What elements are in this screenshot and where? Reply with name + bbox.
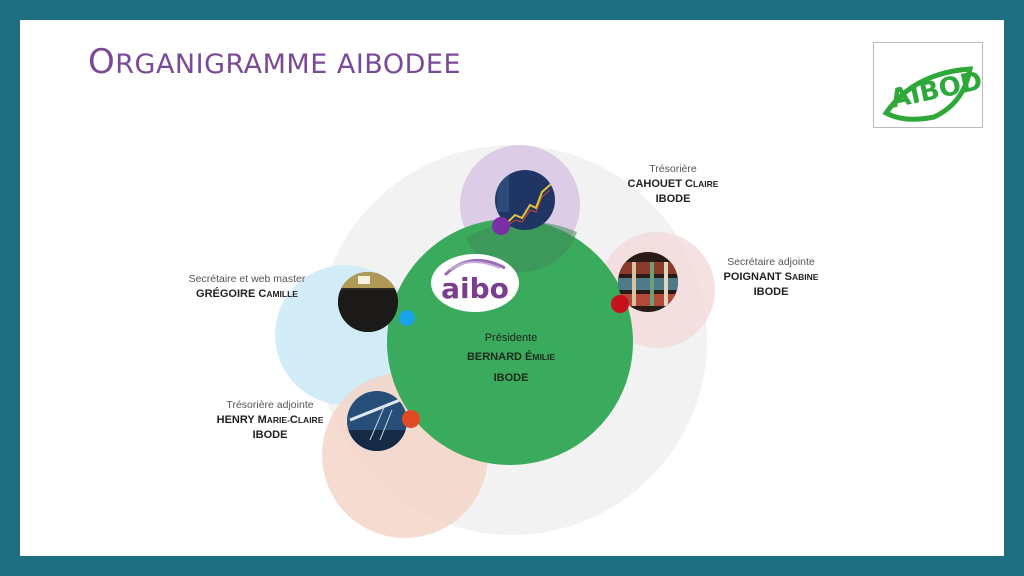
first-rest-2: LAIRE — [297, 415, 324, 425]
first-initial: É — [525, 351, 533, 363]
conference-audience-photo — [338, 272, 398, 332]
blueprint-photo — [347, 391, 407, 451]
tresoriere-adjointe-dot — [402, 410, 420, 428]
aibo-logo: aibo — [431, 254, 519, 312]
secretaire-role: Secrétaire et web master — [188, 273, 306, 285]
secretaire-adjointe-card: Secrétaire adjointe POIGNANT SABINE IBOD… — [706, 255, 836, 300]
secretaire-adjointe-name: POIGNANT SABINE — [706, 270, 836, 285]
tresoriere-dot — [492, 217, 510, 235]
first-initial: C — [685, 178, 693, 190]
secretaire-dot — [399, 310, 415, 326]
first-rest: LAIRE — [692, 179, 719, 189]
tresoriere-adjointe-name: HENRY MARIE-CLAIRE — [196, 413, 344, 428]
aibo-logo-text: aibo — [441, 272, 509, 305]
first-initial: S — [784, 271, 792, 283]
tresoriere-role: Trésorière — [649, 163, 697, 175]
first-initial-2: C — [289, 414, 298, 426]
secretaire-name: GRÉGOIRE CAMILLE — [172, 287, 322, 302]
secretaire-card: Secrétaire et web master GRÉGOIRE CAMILL… — [172, 272, 322, 302]
presidente-name: BERNARD ÉMILIE — [436, 351, 586, 363]
last-name: GRÉGOIRE — [196, 288, 256, 300]
first-rest: ABINE — [792, 272, 819, 282]
tresoriere-adjointe-title: IBODE — [252, 429, 288, 441]
last-name: HENRY — [216, 414, 255, 426]
secretaire-adjointe-title: IBODE — [753, 286, 789, 298]
title-initial: O — [88, 42, 116, 82]
first-rest: ARIE- — [266, 415, 290, 425]
last-name: CAHOUET — [627, 178, 682, 190]
first-rest: AMILLE — [266, 289, 298, 299]
presidente-title: IBODE — [493, 372, 529, 384]
first-rest: MILIE — [532, 352, 556, 362]
tresoriere-title: IBODE — [655, 193, 691, 205]
first-initial: C — [258, 288, 267, 300]
secretaire-adjointe-dot — [611, 295, 629, 313]
tresoriere-card: Trésorière CAHOUET CLAIRE IBODE — [612, 162, 734, 207]
tresoriere-adjointe-role: Trésorière adjointe — [226, 399, 314, 411]
title-rest: RGANIGRAMME AIBODEE — [115, 49, 462, 80]
presidente-card: Présidente BERNARD ÉMILIE IBODE — [436, 332, 586, 384]
tresoriere-adjointe-card: Trésorière adjointe HENRY MARIE-CLAIRE I… — [196, 398, 344, 443]
first-initial: M — [257, 414, 267, 426]
presidente-role: Présidente — [484, 332, 538, 344]
secretaire-adjointe-role: Secrétaire adjointe — [727, 256, 815, 268]
tresoriere-name: CAHOUET CLAIRE — [612, 177, 734, 192]
slide-title: ORGANIGRAMME AIBODEE — [88, 42, 461, 82]
last-name: BERNARD — [466, 351, 522, 363]
last-name: POIGNANT — [723, 271, 782, 283]
